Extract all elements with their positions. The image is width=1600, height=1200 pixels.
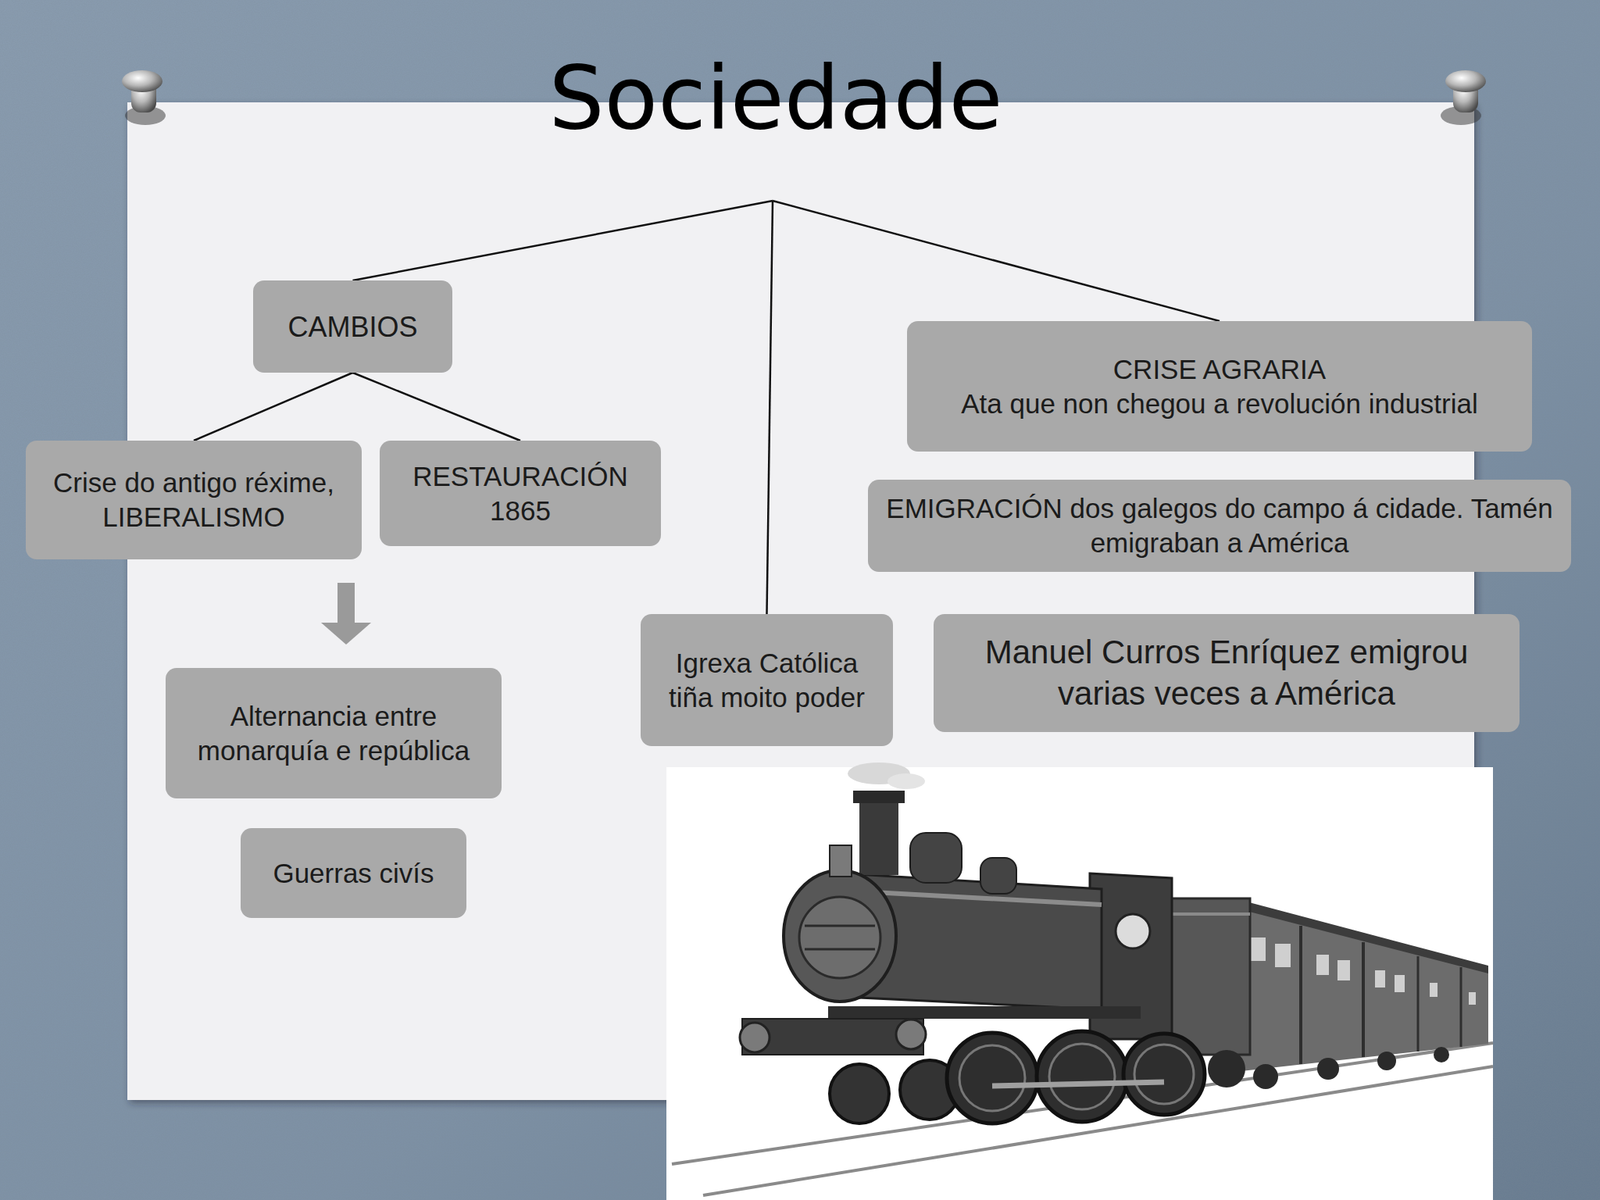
smokebox bbox=[783, 870, 897, 1002]
concept-box: EMIGRACIÓN dos galegos do campo á cidade… bbox=[867, 479, 1572, 572]
concept-box: Guerras civís bbox=[240, 828, 467, 918]
coupling-rod bbox=[992, 1082, 1165, 1086]
box-text: Igrexa Católica tiña moito poder bbox=[650, 646, 884, 715]
car-window bbox=[1316, 954, 1329, 975]
leading-wheel bbox=[829, 1064, 890, 1124]
pin bbox=[121, 70, 166, 125]
car-wheel bbox=[1377, 1051, 1397, 1071]
wheel-spokes bbox=[1134, 1044, 1194, 1104]
pin-head bbox=[1445, 70, 1486, 93]
driving-wheel bbox=[1036, 1031, 1128, 1122]
dome bbox=[980, 857, 1017, 894]
car-divider bbox=[1417, 956, 1420, 1052]
car-window bbox=[1250, 937, 1266, 961]
box-text: CRISE AGRARIA bbox=[1113, 352, 1326, 387]
smokebox-door bbox=[799, 896, 881, 979]
car-window bbox=[1337, 960, 1350, 981]
box-text: RESTAURACIÓN 1865 bbox=[389, 459, 652, 529]
train-cars bbox=[1234, 907, 1489, 1072]
car-window bbox=[1468, 992, 1476, 1005]
car-divider bbox=[1361, 942, 1365, 1058]
car-window bbox=[1429, 982, 1438, 997]
dome bbox=[910, 832, 962, 883]
concept-box: Igrexa Católica tiña moito poder bbox=[640, 614, 893, 747]
steam bbox=[887, 773, 925, 790]
concept-box: Alternancia entre monarquía e república bbox=[165, 667, 502, 799]
title-branch-line bbox=[353, 200, 774, 281]
concept-box: CAMBIOS bbox=[253, 280, 453, 373]
concept-box: RESTAURACIÓN 1865 bbox=[379, 440, 661, 547]
box-text: Manuel Curros Enríquez emigrou varias ve… bbox=[942, 632, 1511, 715]
branch-line bbox=[193, 372, 354, 441]
title-branch-line bbox=[767, 200, 774, 615]
driving-wheel bbox=[1123, 1033, 1205, 1115]
chimney bbox=[859, 796, 899, 875]
pin bbox=[1440, 70, 1486, 125]
door-hinge bbox=[804, 925, 875, 928]
concept-box: Manuel Curros Enríquez emigrou varias ve… bbox=[933, 614, 1520, 733]
car-window bbox=[1275, 943, 1291, 968]
box-text: CAMBIOS bbox=[287, 309, 418, 345]
box-text: EMIGRACIÓN dos galegos do campo á cidade… bbox=[877, 491, 1562, 561]
pin-head bbox=[121, 70, 163, 93]
wheel-spokes bbox=[959, 1045, 1025, 1111]
headlamp bbox=[829, 845, 852, 877]
tender-wheel bbox=[1207, 1050, 1246, 1088]
driving-wheel bbox=[946, 1032, 1038, 1124]
car-wheel bbox=[1253, 1064, 1279, 1090]
box-text: Crise do antigo réxime, LIBERALISMO bbox=[35, 465, 353, 535]
cab-window bbox=[1115, 914, 1150, 949]
slide-title: Sociedade bbox=[463, 45, 1089, 150]
car-window bbox=[1375, 970, 1386, 988]
box-text: Ata que non chegou a revolución industri… bbox=[960, 386, 1479, 422]
buffer bbox=[739, 1022, 770, 1053]
title-branch-line bbox=[772, 200, 1220, 322]
car-divider bbox=[1299, 925, 1303, 1065]
car-window bbox=[1394, 975, 1405, 993]
door-hinge bbox=[804, 948, 875, 951]
box-text: Alternancia entre monarquía e república bbox=[175, 699, 493, 768]
branch-line bbox=[353, 372, 522, 441]
block-arrow bbox=[337, 582, 355, 623]
car-wheel bbox=[1317, 1057, 1340, 1080]
car-divider bbox=[1460, 967, 1463, 1047]
box-text: Guerras civís bbox=[272, 856, 434, 891]
concept-box: CRISE AGRARIAAta que non chegou a revolu… bbox=[907, 321, 1533, 452]
wheel-spokes bbox=[1049, 1043, 1115, 1110]
concept-box: Crise do antigo réxime, LIBERALISMO bbox=[25, 440, 362, 560]
train-photo bbox=[666, 762, 1493, 1200]
running-board bbox=[828, 1006, 1141, 1019]
chimney-cap bbox=[853, 790, 905, 804]
rail bbox=[703, 1066, 1493, 1196]
photo-ground bbox=[666, 767, 1493, 1200]
car-wheel bbox=[1433, 1046, 1450, 1063]
buffer bbox=[896, 1019, 926, 1050]
